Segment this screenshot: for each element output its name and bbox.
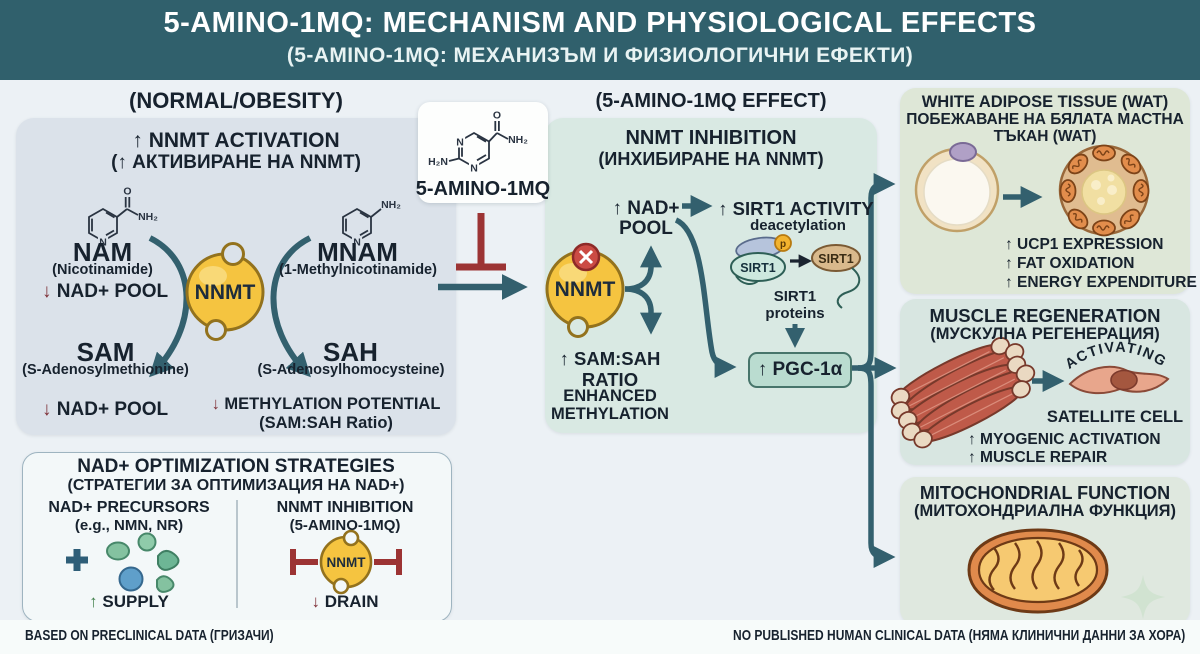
nnmt-inhibition-sub: (ИНХИБИРАНЕ НА NNMT) — [598, 149, 824, 169]
wat-bullet-1: ↑ UCP1 EXPRESSION — [1005, 236, 1164, 253]
wat-title-bg2: ТЪКАН (WAT) — [993, 128, 1097, 145]
footer-bar — [0, 620, 1200, 654]
inhibition-tbar — [456, 213, 506, 271]
page-subtitle: (5-AMINO-1MQ: МЕХАНИЗЪМ И ФИЗИОЛОГИЧНИ Е… — [286, 44, 914, 67]
sam-sub: (S-Adenosylmethionine) — [22, 362, 189, 378]
strategies-title1: NAD+ OPTIMIZATION STRATEGIES — [77, 456, 395, 477]
wat-title-bg1: ПОБЕЖАВАНЕ НА БЯЛАТА МАСТНА — [906, 111, 1184, 128]
sirt1-proteins-line1: SIRT1 — [773, 288, 817, 305]
methylation-sub: (SAM:SAH Ratio) — [259, 414, 393, 432]
mnam-sub: (1-Methylnicotinamide) — [279, 262, 437, 278]
sah-sub: (S-Adenosylhomocysteine) — [257, 362, 445, 378]
supply-label: ↑ SUPPLY — [89, 592, 169, 611]
drain-label: ↓ DRAIN — [311, 592, 379, 611]
sam-label: SAM — [76, 337, 135, 367]
satellite-cell-label: SATELLITE CELL — [1046, 408, 1184, 426]
effect-heading: (5-AMINO-1MQ EFFECT) — [595, 90, 827, 112]
inhibition-line1: NNMT INHIBITION — [276, 499, 414, 516]
nad-pool-top: ↓ NAD+ POOL — [42, 281, 169, 302]
nnmt-activation-line1: ↑ NNMT ACTIVATION — [132, 129, 340, 152]
wat-bullet-2: ↑ FAT OXIDATION — [1005, 255, 1135, 272]
mnam-label: MNAM — [317, 237, 398, 267]
mito-title-en: MITOCHONDRIAL FUNCTION — [919, 483, 1171, 503]
nnmt-activation-line2: (↑ АКТИВИРАНЕ НА NNMT) — [111, 152, 361, 173]
inhibition-line2: (5-AMINO-1MQ) — [289, 517, 401, 534]
precursors-line1: NAD+ PRECURSORS — [48, 499, 210, 516]
header-bar: 5-AMINO-1MQ: MECHANISM AND PHYSIOLOGICAL… — [0, 0, 1200, 80]
footer-left-note: BASED ON PRECLINICAL DATA (ГРИЗАЧИ) — [25, 627, 274, 644]
footer-right-note: NO PUBLISHED HUMAN CLINICAL DATA (НЯМА К… — [732, 627, 1185, 644]
nnmt-inhibition-title: NNMT INHIBITION — [625, 127, 797, 149]
muscle-bullet-2: ↑ MUSCLE REPAIR — [968, 449, 1108, 466]
enhanced-methylation-line1: ENHANCED — [563, 387, 657, 405]
muscle-title-bg: (МУСКУЛНА РЕГЕНЕРАЦИЯ) — [930, 325, 1160, 343]
muscle-title-en: MUSCLE REGENERATION — [929, 305, 1161, 326]
pgc1a-box: ↑ PGC-1α — [748, 352, 852, 388]
strategies-title2: (СТРАТЕГИИ ЗА ОПТИМИЗАЦИЯ НА NAD+) — [67, 477, 405, 494]
wat-title-en: WHITE ADIPOSE TISSUE (WAT) — [921, 93, 1169, 111]
precursors-line2: (e.g., NMN, NR) — [74, 517, 184, 534]
page-title: 5-AMINO-1MQ: MECHANISM AND PHYSIOLOGICAL… — [163, 7, 1037, 39]
sah-label: SAH — [323, 337, 378, 367]
wat-bullet-3: ↑ ENERGY EXPENDITURE — [1005, 274, 1197, 291]
sirt1-proteins-line2: proteins — [765, 305, 825, 322]
sirt1-activity: ↑ SIRT1 ACTIVITY — [718, 198, 874, 219]
nam-sub: (Nicotinamide) — [52, 262, 153, 278]
nad-pool-up-line2: POOL — [619, 218, 673, 239]
deacetylation: deacetylation — [750, 217, 846, 234]
enhanced-methylation-line2: METHYLATION — [551, 405, 669, 423]
compound-label: 5-AMINO-1MQ — [415, 178, 551, 200]
strategies-divider — [236, 500, 238, 608]
nad-pool-bottom: ↓ NAD+ POOL — [42, 399, 169, 420]
normal-obesity-heading: (NORMAL/OBESITY) — [129, 88, 343, 113]
methylation-potential: ↓ METHYLATION POTENTIAL — [211, 395, 441, 413]
sam-sah-ratio: ↑ SAM:SAH RATIO — [559, 348, 661, 391]
mito-title-bg: (МИТОХОНДРИАЛНА ФУНКЦИЯ) — [913, 502, 1176, 520]
nam-label: NAM — [72, 237, 133, 267]
muscle-bullet-1: ↑ MYOGENIC ACTIVATION — [968, 431, 1161, 448]
nad-pool-up-line1: ↑ NAD+ — [612, 198, 680, 219]
